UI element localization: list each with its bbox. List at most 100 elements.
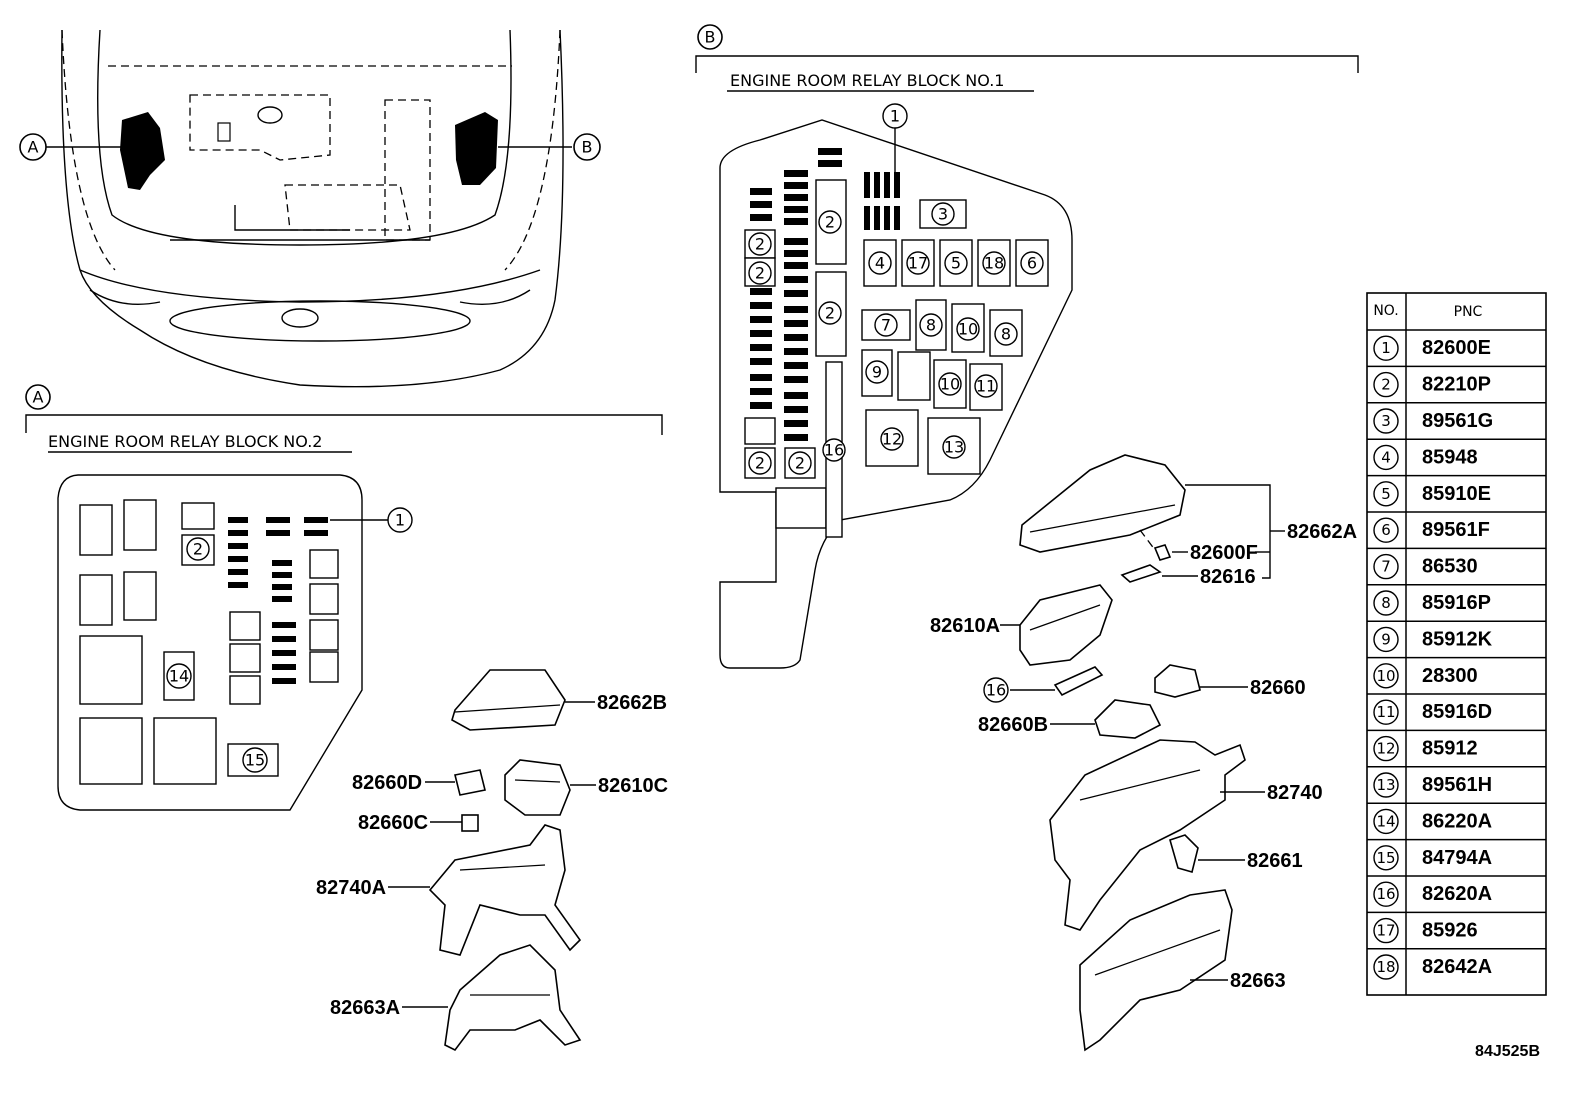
row-number-circle (1373, 553, 1399, 580)
row-number: 11 (1376, 703, 1395, 721)
car-overview (46, 29, 572, 388)
callout-b-11: 11 (974, 374, 998, 398)
row-number-circle (1373, 335, 1399, 361)
row-number: 7 (1381, 558, 1391, 576)
callouts-b: 1 2 2 2 2 2 2 3 4 17 5 18 6 7 8 10 8 9 1… (748, 103, 1044, 475)
row-pnc: 85916P (1422, 592, 1491, 614)
part-82620A-16: 16 (983, 666, 1104, 703)
row-pnc: 86530 (1422, 556, 1478, 578)
row-number-circle (1373, 590, 1399, 616)
label-82740A: 82740A (316, 877, 386, 899)
svg-text:2: 2 (795, 454, 805, 473)
svg-text:18: 18 (984, 254, 1004, 273)
label-82660C: 82660C (358, 812, 428, 834)
row-number-circle (1373, 917, 1399, 944)
row-number: 1 (1381, 339, 1391, 357)
svg-text:15: 15 (245, 751, 265, 770)
part-82740 (1049, 739, 1265, 931)
svg-text:1: 1 (890, 107, 900, 126)
callout-b-5: 5 (944, 251, 968, 275)
callout-b-2f: 2 (788, 451, 812, 475)
label-82610A: 82610A (930, 615, 1000, 637)
table-row: 8 85916P (1373, 590, 1491, 616)
part-82662B-cover (451, 669, 595, 731)
part-82616 (1120, 564, 1198, 583)
row-number: 18 (1376, 958, 1395, 976)
callout-b-8a: 8 (919, 313, 943, 337)
svg-text:16: 16 (824, 441, 844, 460)
row-pnc: 85926 (1422, 920, 1478, 942)
label-82616: 82616 (1200, 566, 1256, 588)
callout-b-7: 7 (874, 313, 898, 337)
row-number-circle (1373, 371, 1399, 398)
part-82663A (402, 944, 582, 1052)
part-82660 (1154, 664, 1248, 698)
svg-text:2: 2 (193, 540, 203, 559)
row-pnc: 85948 (1422, 446, 1478, 468)
row-pnc: 84794A (1422, 847, 1492, 869)
part-82660B (1050, 699, 1162, 739)
row-pnc: 89561F (1422, 519, 1490, 541)
svg-text:12: 12 (882, 430, 902, 449)
part-82610C (504, 759, 596, 816)
table-row: 6 89561F (1373, 517, 1490, 543)
row-number-circle (1373, 481, 1399, 507)
part-82663 (1079, 889, 1233, 1052)
row-number: 13 (1376, 776, 1395, 794)
label-82663: 82663 (1230, 970, 1286, 992)
svg-text:10: 10 (958, 320, 978, 339)
row-number-circle (1373, 881, 1399, 907)
part-82600F (1139, 529, 1188, 561)
row-number: 12 (1376, 740, 1395, 758)
table-header-pnc: PNC (1454, 304, 1483, 320)
row-number-circle (1373, 444, 1399, 471)
label-82662A: 82662A (1287, 521, 1357, 543)
relay-block-no2 (57, 474, 388, 811)
row-pnc: 85912K (1422, 628, 1493, 650)
table-row: 12 85912 (1373, 735, 1478, 762)
relay-block-no1 (719, 119, 1073, 669)
callout-b-2b: 2 (818, 301, 842, 325)
row-pnc: 82620A (1422, 883, 1492, 905)
svg-text:4: 4 (875, 254, 885, 273)
callout-b-9: 9 (865, 360, 889, 384)
callout-a-2: 2 (186, 537, 210, 561)
svg-text:2: 2 (755, 235, 765, 254)
row-pnc: 82642A (1422, 956, 1492, 978)
callout-b-8b: 8 (994, 322, 1018, 346)
svg-text:6: 6 (1027, 254, 1037, 273)
part-82610A (1000, 584, 1113, 666)
label-82600F: 82600F (1190, 542, 1258, 564)
row-number-circle (1373, 626, 1399, 653)
callout-b-2a: 2 (818, 210, 842, 234)
row-pnc: 85916D (1422, 701, 1492, 723)
callout-a-1: 1 (387, 507, 413, 533)
section-a-header: A ENGINE ROOM RELAY BLOCK NO.2 (25, 384, 663, 453)
svg-text:B: B (705, 28, 716, 47)
row-number: 8 (1381, 594, 1391, 612)
row-pnc: 85912 (1422, 738, 1478, 760)
row-number-circle (1373, 808, 1399, 835)
row-number: 3 (1381, 412, 1391, 430)
svg-text:3: 3 (938, 205, 948, 224)
section-a-title: ENGINE ROOM RELAY BLOCK NO.2 (48, 432, 322, 451)
part-82661 (1169, 834, 1245, 873)
callout-b-18: 18 (982, 251, 1006, 275)
svg-text:5: 5 (951, 254, 961, 273)
figure-code: 84J525B (1475, 1043, 1540, 1060)
callout-b-2c: 2 (748, 232, 772, 256)
callout-b-4: 4 (868, 251, 892, 275)
row-number: 6 (1381, 521, 1391, 539)
